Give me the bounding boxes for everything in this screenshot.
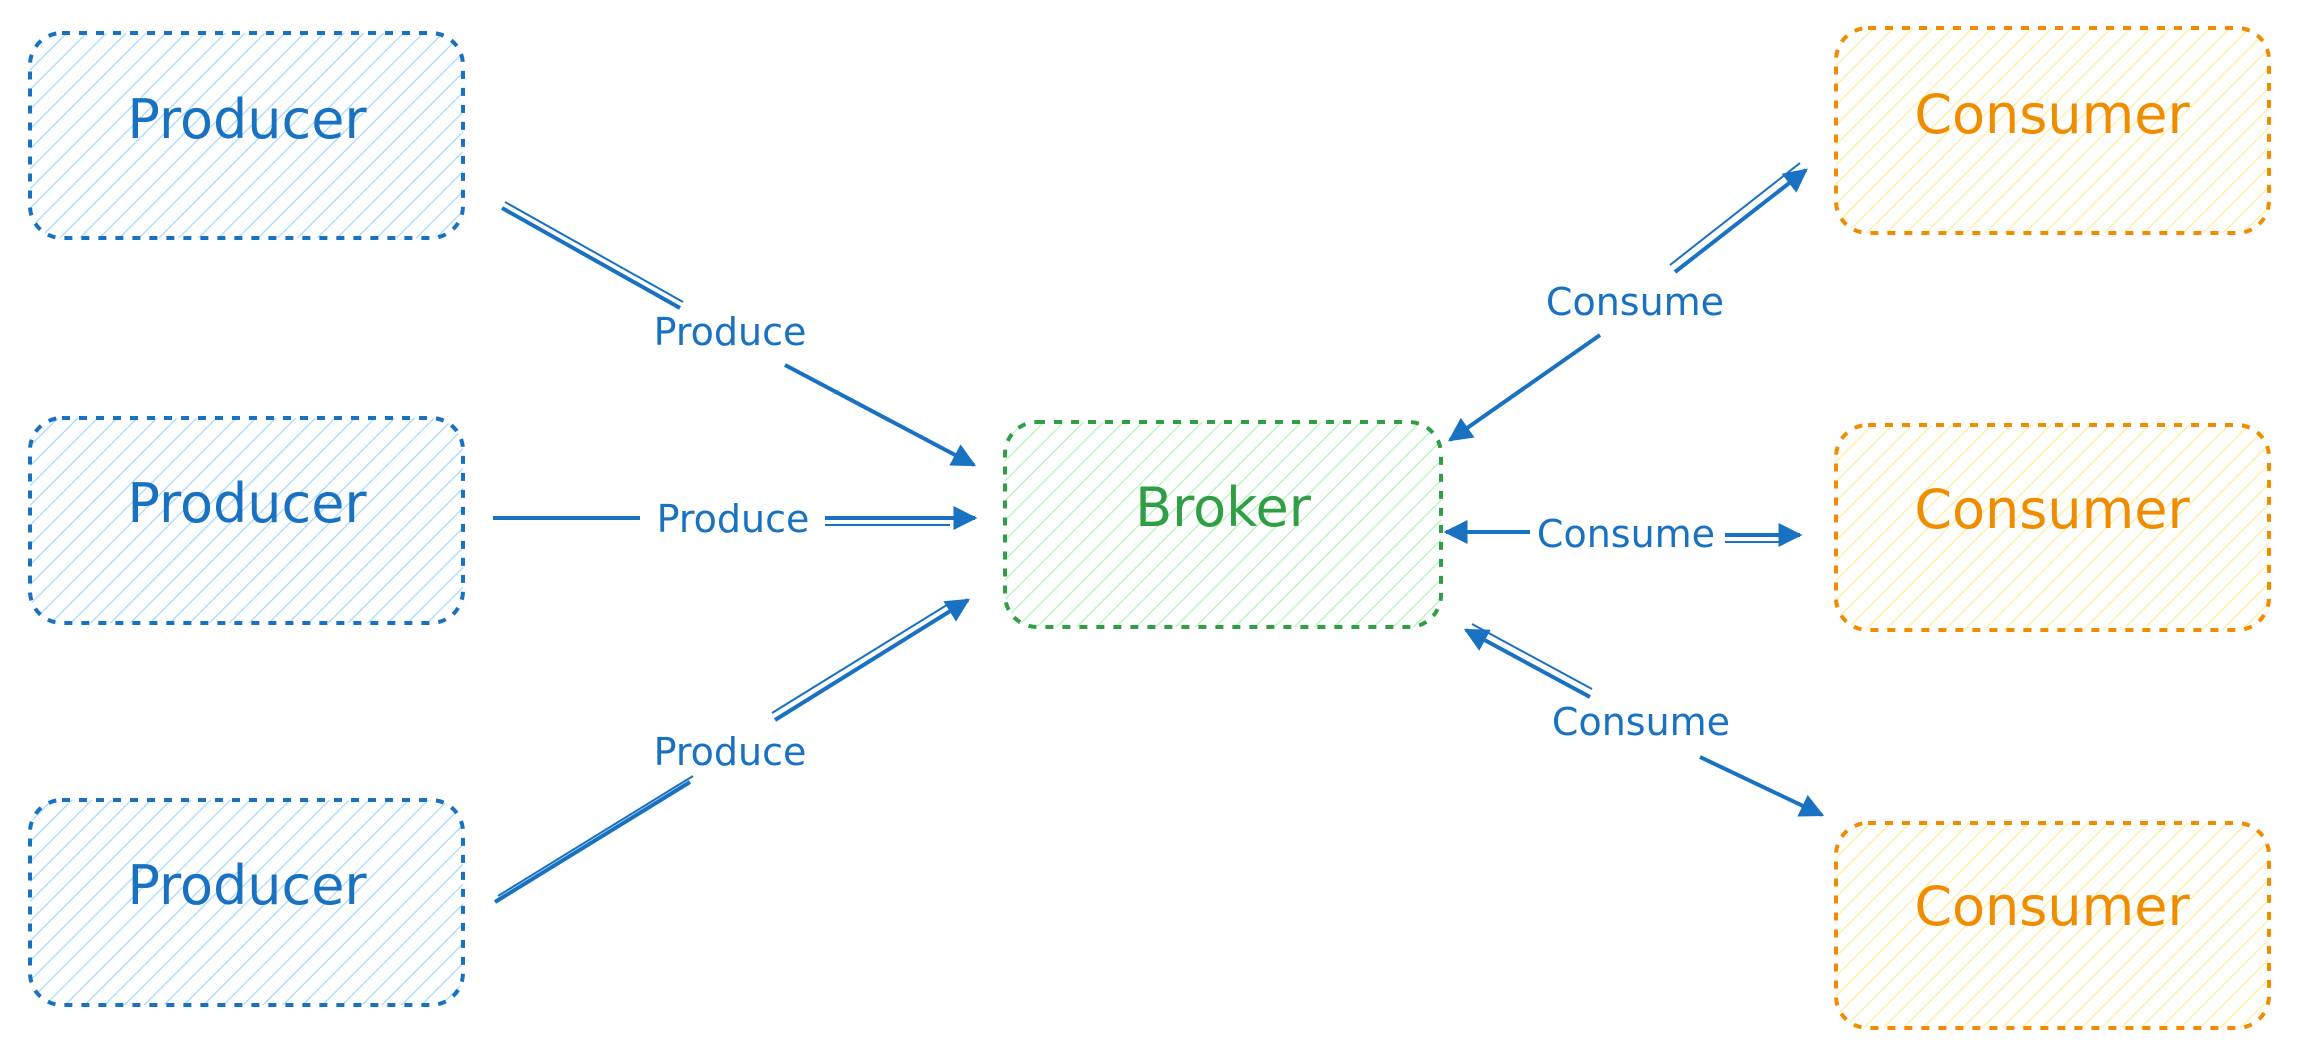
producer-label: Producer bbox=[127, 472, 367, 535]
producer-node-1[interactable]: Producer bbox=[28, 31, 465, 240]
consume-edge-1[interactable]: Consume bbox=[1448, 162, 1808, 442]
produce-edge-3[interactable]: Produce bbox=[493, 598, 971, 904]
consumer-label: Consumer bbox=[1914, 83, 2190, 146]
consume-edge-label: Consume bbox=[1552, 700, 1730, 744]
producer-node-2[interactable]: Producer bbox=[28, 416, 465, 625]
producer-label: Producer bbox=[127, 854, 367, 917]
broker-node[interactable]: Broker bbox=[1003, 420, 1443, 629]
produce-edge-2[interactable]: Produce bbox=[493, 497, 978, 541]
produce-edge-label: Produce bbox=[654, 310, 807, 354]
consume-edge-label: Consume bbox=[1537, 512, 1715, 556]
consume-edge-label: Consume bbox=[1546, 280, 1724, 324]
consumer-label: Consumer bbox=[1914, 875, 2190, 938]
consumer-node-2[interactable]: Consumer bbox=[1834, 423, 2271, 632]
producer-label: Producer bbox=[127, 88, 367, 151]
produce-edge-1[interactable]: Produce bbox=[501, 201, 977, 467]
producer-node-3[interactable]: Producer bbox=[28, 798, 465, 1007]
consume-edge-2[interactable]: Consume bbox=[1443, 512, 1803, 556]
produce-edge-label: Produce bbox=[657, 497, 810, 541]
consumer-label: Consumer bbox=[1914, 478, 2190, 541]
consume-edge-3[interactable]: Consume bbox=[1463, 623, 1825, 817]
broker-label: Broker bbox=[1135, 476, 1312, 539]
consumer-node-1[interactable]: Consumer bbox=[1834, 26, 2271, 235]
produce-edge-label: Produce bbox=[654, 730, 807, 774]
consumer-node-3[interactable]: Consumer bbox=[1834, 821, 2271, 1030]
